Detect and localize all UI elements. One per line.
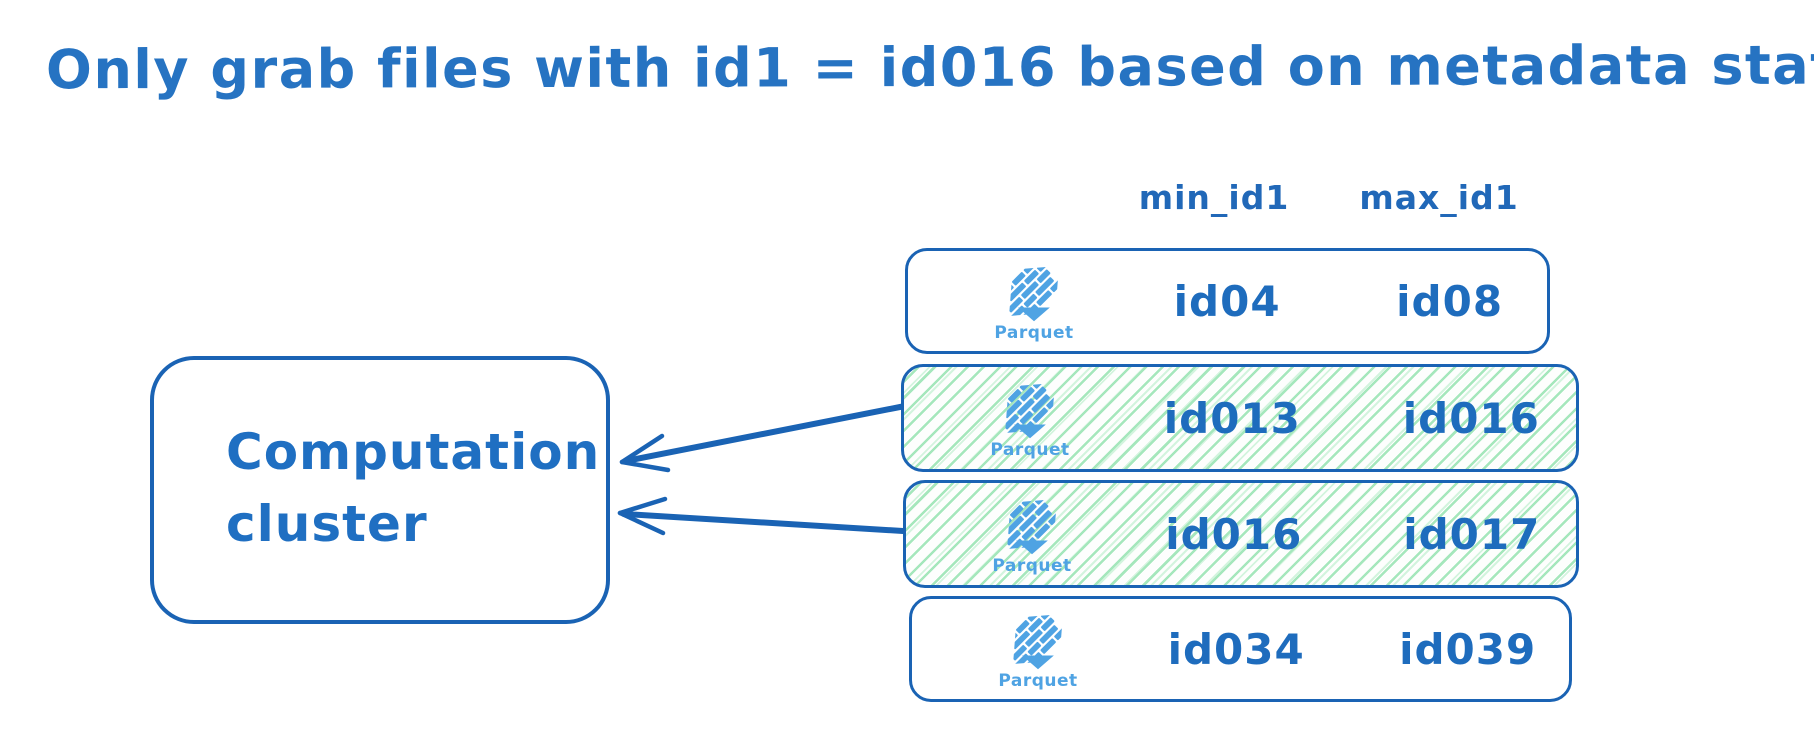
parquet-logo: Parquet xyxy=(970,607,1106,691)
parquet-label: Parquet xyxy=(990,439,1070,460)
max-id1-value: id039 xyxy=(1399,624,1537,674)
cluster-label-line1: Computation xyxy=(226,423,601,481)
parquet-label: Parquet xyxy=(994,322,1074,343)
diagram-title: Only grab files with id1 = id016 based o… xyxy=(45,33,1814,102)
parquet-logo-icon xyxy=(1002,607,1069,670)
max-id1-value: id08 xyxy=(1396,276,1504,326)
parquet-label: Parquet xyxy=(992,555,1072,576)
parquet-logo: Parquet xyxy=(962,376,1098,460)
parquet-logo: Parquet xyxy=(964,492,1100,576)
min-id1-value: id013 xyxy=(1163,393,1301,443)
max-id1-value: id017 xyxy=(1403,509,1541,559)
parquet-file-row-4: Parquet id034 id039 xyxy=(909,596,1572,702)
min-id1-value: id016 xyxy=(1165,509,1303,559)
parquet-logo: Parquet xyxy=(966,259,1102,343)
min-id1-value: id04 xyxy=(1173,276,1281,326)
parquet-logo-icon xyxy=(996,492,1063,555)
parquet-logo-icon xyxy=(998,259,1065,322)
parquet-file-row-3-highlighted: Parquet id016 id017 xyxy=(903,480,1579,588)
left-arrow xyxy=(617,403,908,536)
cluster-label-line2: cluster xyxy=(226,495,428,553)
parquet-logo-icon xyxy=(994,376,1061,439)
parquet-file-row-2-highlighted: Parquet id013 id016 xyxy=(901,364,1579,472)
computation-cluster-box: Computation cluster xyxy=(150,356,610,624)
parquet-file-row-1: Parquet id04 id08 xyxy=(905,248,1550,354)
column-header-max-id1: max_id1 xyxy=(1359,178,1519,217)
max-id1-value: id016 xyxy=(1402,393,1540,443)
parquet-label: Parquet xyxy=(998,670,1078,691)
column-header-min-id1: min_id1 xyxy=(1138,178,1290,217)
min-id1-value: id034 xyxy=(1167,624,1305,674)
